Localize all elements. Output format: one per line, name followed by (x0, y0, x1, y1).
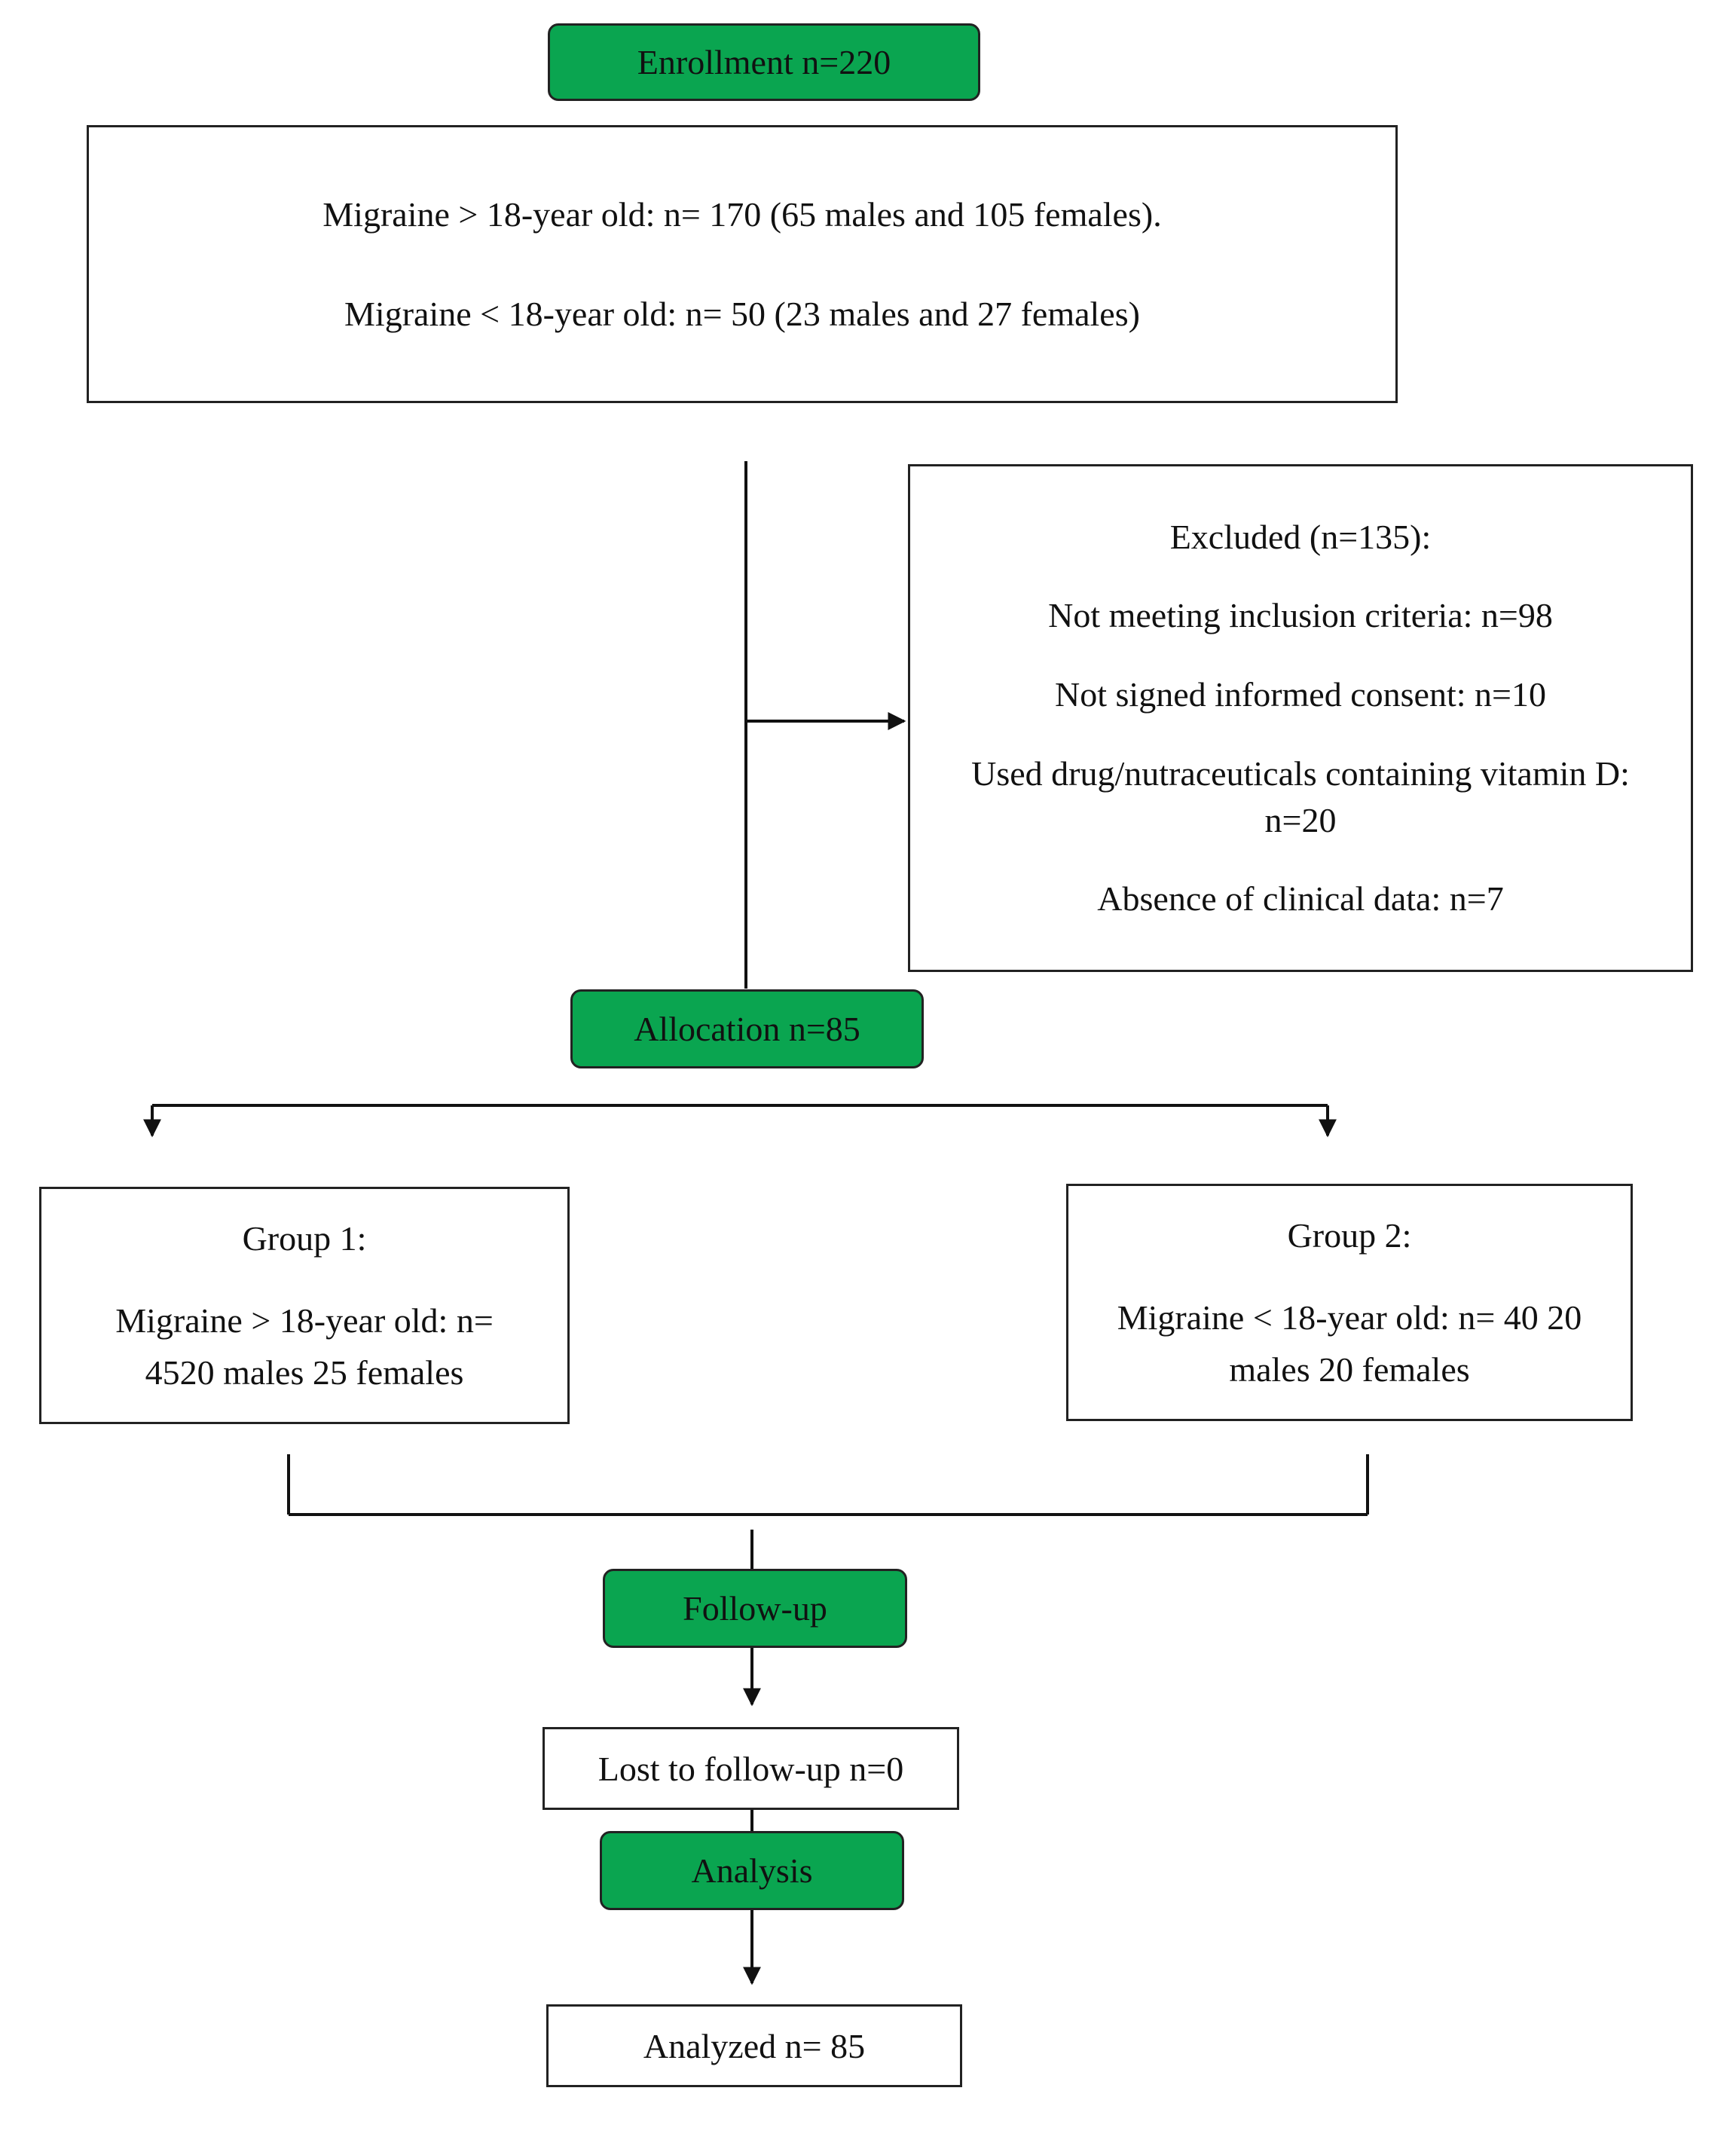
analysis-stage: Analysis (600, 1831, 904, 1910)
analyzed-label: Analyzed n= 85 (643, 2026, 866, 2065)
enrollment-stage-label: Enrollment n=220 (637, 43, 891, 81)
excluded-item-group: Used drug/nutraceuticals containing vita… (971, 750, 1630, 844)
excluded-item: Not meeting inclusion criteria: n=98 (1048, 596, 1553, 635)
group1-line2: 4520 males 25 females (145, 1353, 464, 1392)
allocation-stage-label: Allocation n=85 (634, 1010, 860, 1048)
lost-to-followup-label: Lost to follow-up n=0 (598, 1749, 904, 1788)
excluded-box: Excluded (n=135): Not meeting inclusion … (908, 464, 1693, 972)
enrollment-stage: Enrollment n=220 (548, 23, 980, 101)
group2-line2: males 20 females (1229, 1350, 1470, 1389)
group2-title: Group 2: (1287, 1216, 1412, 1255)
excluded-item: Used drug/nutraceuticals containing vita… (971, 754, 1630, 793)
excluded-item: Absence of clinical data: n=7 (1097, 879, 1504, 919)
group1-title: Group 1: (242, 1219, 367, 1258)
lost-to-followup-box: Lost to follow-up n=0 (542, 1727, 959, 1810)
group1-box: Group 1: Migraine > 18-year old: n= 4520… (39, 1187, 570, 1424)
group2-line1: Migraine < 18-year old: n= 40 20 (1117, 1298, 1582, 1337)
flow-connectors (143, 461, 1369, 1985)
followup-stage-label: Follow-up (683, 1589, 827, 1628)
excluded-item: Not signed informed consent: n=10 (1055, 674, 1546, 714)
followup-stage: Follow-up (603, 1569, 907, 1648)
enrollment-details-box: Migraine > 18-year old: n= 170 (65 males… (87, 125, 1398, 403)
group1-line1: Migraine > 18-year old: n= (115, 1301, 494, 1340)
excluded-title: Excluded (n=135): (1169, 517, 1432, 556)
group2-box: Group 2: Migraine < 18-year old: n= 40 2… (1066, 1184, 1633, 1421)
enrollment-adults-line: Migraine > 18-year old: n= 170 (65 males… (322, 195, 1162, 234)
analysis-stage-label: Analysis (691, 1851, 813, 1890)
allocation-stage: Allocation n=85 (570, 989, 924, 1068)
analyzed-box: Analyzed n= 85 (546, 2004, 962, 2087)
excluded-item: n=20 (1264, 800, 1337, 839)
enrollment-minors-line: Migraine < 18-year old: n= 50 (23 males … (344, 294, 1140, 333)
